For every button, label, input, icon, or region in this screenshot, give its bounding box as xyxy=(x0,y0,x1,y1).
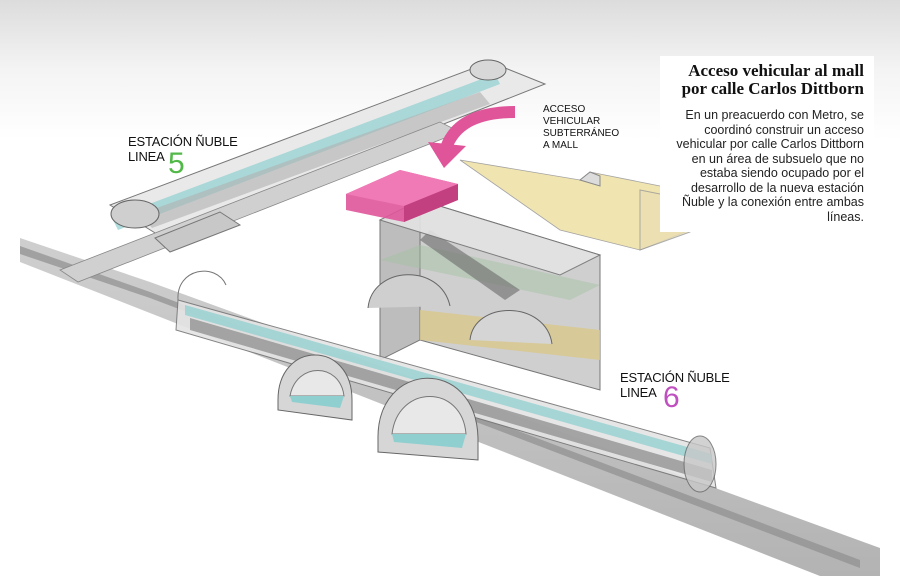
access-line-2: VEHICULAR xyxy=(543,116,601,127)
station6-number: 6 xyxy=(663,381,680,414)
info-title-line1: Acceso vehicular al mall xyxy=(688,61,864,80)
access-line-4: A MALL xyxy=(543,140,579,151)
station5-label: ESTACIÓN ÑUBLE LINEA 5 xyxy=(128,134,238,179)
station5-name: ESTACIÓN ÑUBLE xyxy=(128,134,238,149)
info-box: Acceso vehicular al mall por calle Carlo… xyxy=(660,56,874,232)
access-callout: ACCESO VEHICULAR SUBTERRÁNEO A MALL xyxy=(543,104,623,152)
station6-label: ESTACIÓN ÑUBLE LINEA 6 xyxy=(620,370,730,413)
line5-tunnel xyxy=(59,59,547,283)
station6-name: ESTACIÓN ÑUBLE xyxy=(620,370,730,385)
connector-tunnels xyxy=(277,274,553,461)
station5-line: LINEA xyxy=(128,149,165,164)
station5-number: 5 xyxy=(168,147,185,180)
info-body: En un preacuerdo con Metro, se coordinó … xyxy=(676,108,864,224)
station6-line: LINEA xyxy=(620,385,657,400)
access-line-3: SUBTERRÁNEO xyxy=(543,128,620,139)
access-line-1: ACCESO xyxy=(543,104,586,115)
info-title-line2: por calle Carlos Dittborn xyxy=(681,79,864,98)
vehicular-access-highlight xyxy=(346,106,516,222)
info-title: Acceso vehicular al mall por calle Carlo… xyxy=(670,62,864,98)
